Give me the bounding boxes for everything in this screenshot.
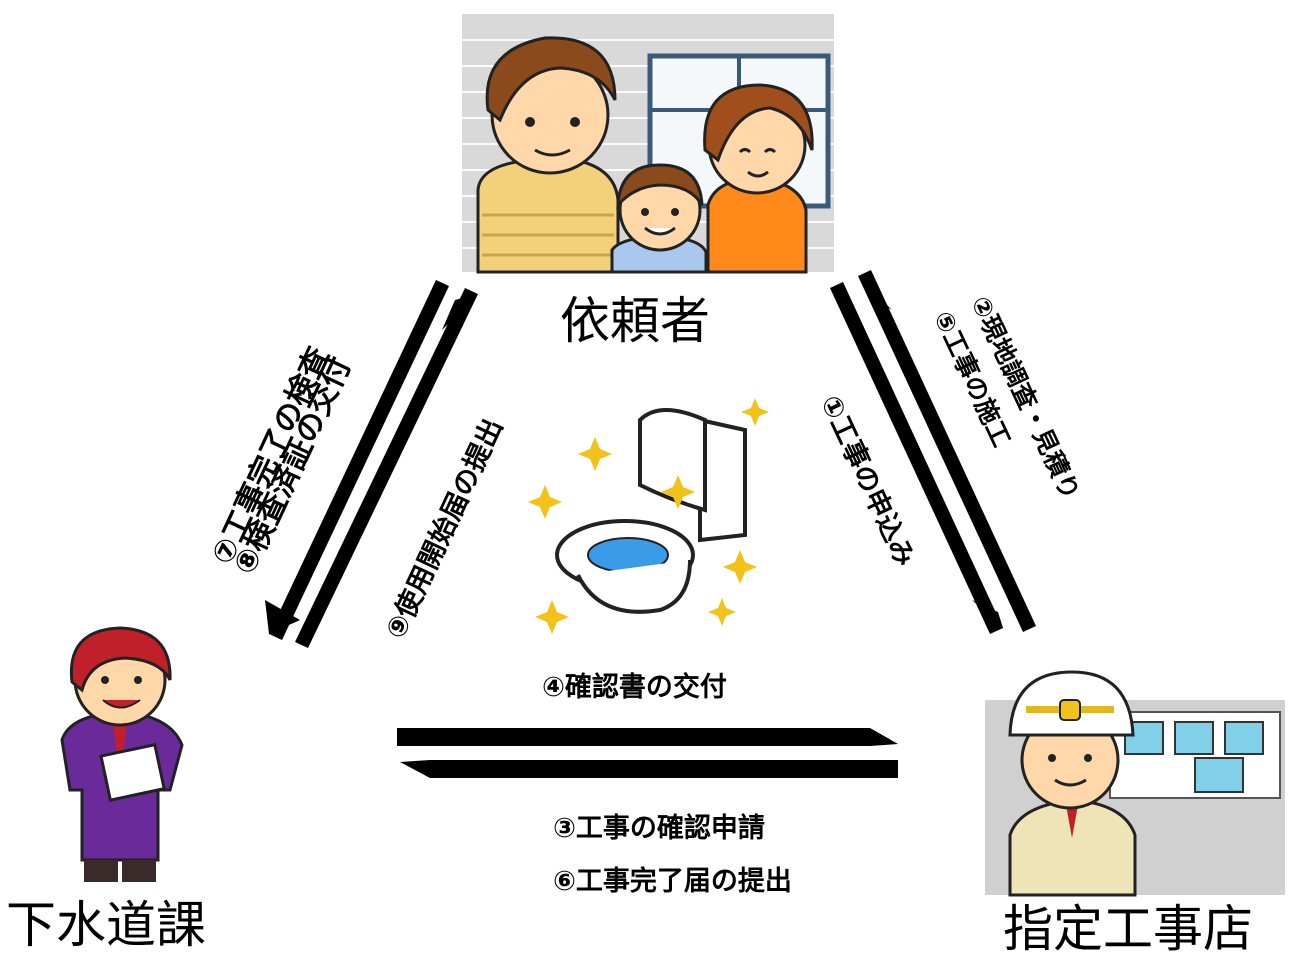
family-illustration [462,14,834,274]
sparkles [528,398,769,634]
sewer-staff-illustration [60,626,184,882]
arrow-right-line-a [830,282,1003,634]
arrow-right-head-a [972,600,1003,628]
step-6-label: ⑥工事完了届の提出 [553,866,792,897]
arrow-left-line-a [269,280,449,640]
contractor-illustration [985,670,1285,897]
child-hair [616,163,704,210]
arrow-left-head-a [265,600,300,634]
step-4-label: ④確認書の交付 [542,672,727,703]
arrow-bottom-line-b [400,760,898,778]
contractor-label: 指定工事店 [1003,900,1253,958]
toilet-base [576,559,692,614]
arrows [265,270,1036,778]
step-3-label: ③工事の確認申請 [553,813,765,844]
toilet-lid [638,408,707,513]
arrow-left-line-b [295,288,478,648]
arrow-left-head-b [442,294,478,330]
staff-hair [69,626,172,693]
father-hair [485,36,617,123]
client-label: 依頼者 [560,292,710,350]
arrow-right-line-b [858,270,1036,632]
mother-hair [703,83,814,163]
arrow-right-head-b [858,276,892,310]
sewer-dept-label: 下水道課 [6,896,206,954]
staff-clipboard [99,742,166,802]
toilet-illustration [528,398,769,634]
arrow-bottom-line-a [397,728,898,746]
